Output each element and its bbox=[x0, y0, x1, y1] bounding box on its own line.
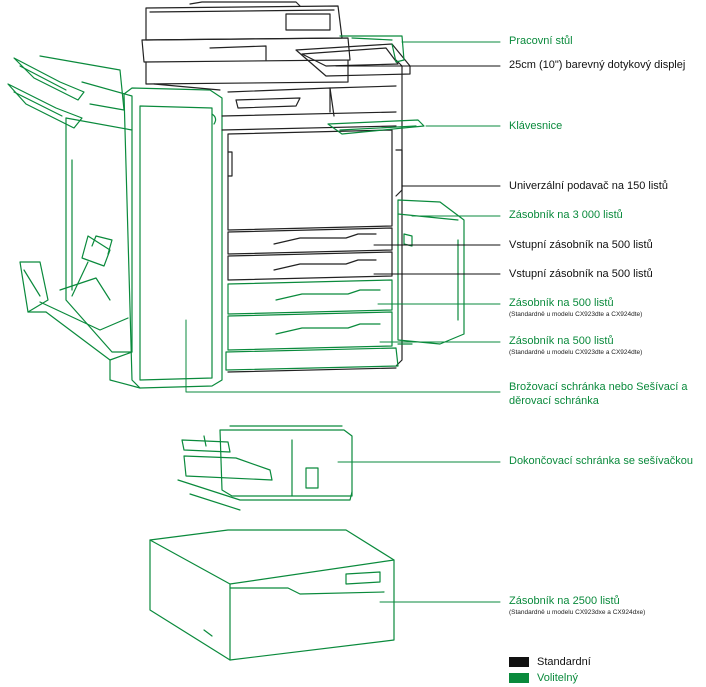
legend-standard-label: Standardní bbox=[537, 656, 591, 668]
label-input-tray-1: Vstupní zásobník na 500 listů bbox=[509, 239, 653, 251]
label-mp-feeder: Univerzální podavač na 150 listů bbox=[509, 180, 668, 192]
booklet-finisher-drawing bbox=[7, 55, 223, 389]
staple-finisher-drawing bbox=[177, 425, 353, 511]
label-tray-500-b-note: (Standardně u modelu CX923dte a CX924dte… bbox=[509, 349, 643, 356]
tray-2500-drawing bbox=[149, 529, 395, 661]
label-input-tray-2: Vstupní zásobník na 500 listů bbox=[509, 268, 653, 280]
label-keyboard: Klávesnice bbox=[509, 120, 563, 132]
label-tray-3000: Zásobník na 3 000 listů bbox=[509, 209, 623, 221]
label-tray-500-a-note: (Standardně u modelu CX923dte a CX924dte… bbox=[509, 311, 643, 318]
label-touch-display: 25cm (10") barevný dotykový displej bbox=[509, 59, 686, 71]
legend-optional-label: Volitelný bbox=[537, 672, 578, 684]
label-tray-2500-note: (Standardně u modelu CX923dxe a CX924dxe… bbox=[509, 609, 646, 616]
label-staple-finisher: Dokončovací schránka se sešívačkou bbox=[509, 455, 694, 467]
label-tray-2500: Zásobník na 2500 listů (Standardně u mod… bbox=[509, 595, 646, 616]
leader-lines bbox=[185, 41, 501, 603]
printer-options-drawing bbox=[225, 35, 465, 371]
legend-optional-swatch bbox=[509, 673, 529, 683]
label-tray-500-a: Zásobník na 500 listů (Standardně u mode… bbox=[509, 297, 643, 318]
label-work-desk: Pracovní stůl bbox=[509, 35, 573, 47]
printer-body-drawing bbox=[141, 1, 411, 373]
label-tray-500-b: Zásobník na 500 listů (Standardně u mode… bbox=[509, 335, 643, 356]
label-booklet-finisher: Brožovací schránka nebo Sešívací a děrov… bbox=[509, 381, 688, 407]
legend-standard-swatch bbox=[509, 657, 529, 667]
